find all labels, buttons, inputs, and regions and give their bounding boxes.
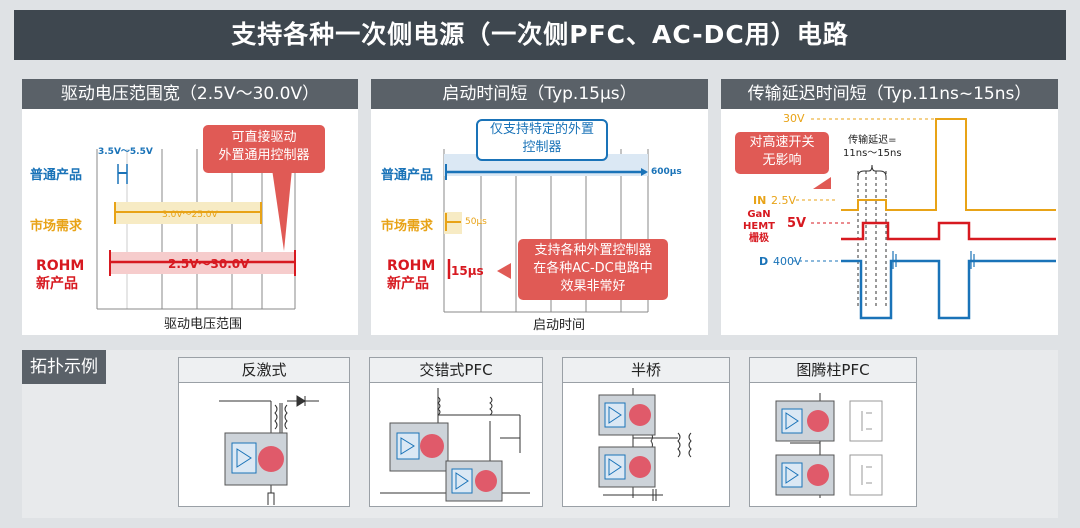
voltage-range-panel: 驱动电压范围宽（2.5V～30.0V） 3.5V～5.5V 3.0V～25.0 (22, 79, 358, 335)
example-flyback-title: 反激式 (179, 358, 349, 383)
level-5v: 5V (787, 216, 807, 231)
in-signal-label: IN (753, 194, 767, 207)
normal-product-label: 普通产品 (381, 168, 434, 183)
high-speed-callout: 对高速开关无影响 (735, 132, 829, 174)
level-400v: 400V (773, 255, 802, 268)
market-range-label: 3.0V～25.0V (162, 210, 218, 220)
level-30v: 30V (783, 112, 805, 125)
specific-controller-callout: 仅支持特定的外置控制器 (476, 119, 608, 161)
startup-time-header: 启动时间短（Typ.15μs） (371, 79, 708, 109)
normal-product-label: 普通产品 (30, 168, 83, 183)
example-half-bridge-title: 半桥 (563, 358, 729, 383)
startup-axis-label: 启动时间 (533, 318, 586, 333)
half-bridge-circuit-icon (598, 388, 692, 501)
voltage-axis-label: 驱动电压范围 (164, 317, 243, 332)
example-half-bridge: 半桥 (562, 357, 730, 507)
page-title: 支持各种一次侧电源（一次侧PFC、AC-DC用）电路 (14, 10, 1066, 60)
direct-drive-callout: 可直接驱动外置通用控制器 (203, 125, 325, 173)
wide-controller-callout: 支持各种外置控制器在各种AC-DC电路中效果非常好 (518, 239, 668, 300)
rohm-range-label: 2.5V～30.0V (168, 257, 250, 271)
voltage-range-header: 驱动电压范围宽（2.5V～30.0V） (22, 79, 358, 109)
delay-annotation: 传输延迟=11ns～15ns (843, 135, 902, 159)
propagation-delay-header: 传输延迟时间短（Typ.11ns~15ns） (721, 79, 1058, 109)
example-totem-pole-pfc-title: 图腾柱PFC (750, 358, 916, 383)
rohm-time-value: 15μs (451, 264, 484, 278)
example-totem-pole-pfc: 图腾柱PFC (749, 357, 917, 507)
example-flyback: 反激式 (178, 357, 350, 508)
market-demand-label: 市场需求 (30, 219, 83, 234)
propagation-delay-waveform (793, 118, 1056, 320)
interleaved-pfc-circuit-icon (380, 388, 530, 502)
level-2-5v: 2.5V (771, 194, 797, 207)
market-demand-label: 市场需求 (381, 219, 434, 234)
examples-tag: 拓扑示例 (22, 350, 106, 384)
flyback-circuit-icon (219, 395, 319, 508)
totem-pole-circuit-icon (775, 393, 883, 498)
propagation-delay-panel: 传输延迟时间短（Typ.11ns~15ns） 对高速开关无影响 传输延迟= (721, 79, 1058, 335)
normal-time-value: 600μs (651, 167, 682, 177)
startup-time-panel: 启动时间短（Typ.15μs） 仅支持特定的外置控制器 普通产品 市场需求 RO… (371, 79, 708, 335)
voltage-range-chart (96, 149, 296, 310)
normal-range-label: 3.5V～5.5V (98, 147, 153, 157)
example-interleaved-pfc-title: 交错式PFC (370, 358, 542, 383)
market-time-value: 50μs (465, 217, 487, 227)
example-interleaved-pfc: 交错式PFC (369, 357, 543, 507)
d-signal-label: D (759, 255, 769, 268)
